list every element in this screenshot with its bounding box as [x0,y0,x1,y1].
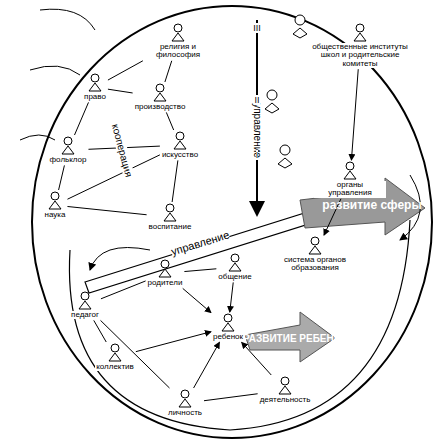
connector [94,320,106,342]
connector [101,320,170,388]
diagram-label: РАЗВИТИЕ РЕБЕНКА [243,333,347,344]
connector [165,61,172,82]
person-icon [152,83,168,103]
connector [194,342,220,388]
person-node: ребенок [211,312,245,342]
person-icon [172,131,188,151]
node-label: родители [147,279,184,287]
person-icon [220,313,236,333]
connector [166,112,173,130]
person-node: производство [133,82,188,112]
person-icon [162,203,178,223]
connector [351,69,358,160]
node-label: общественные институты школ и родительск… [304,43,416,68]
management-band [85,205,334,293]
node-label: система органов образования [269,256,361,273]
person-node: право [82,72,108,102]
person-node: педагог [69,290,101,320]
person-node: общественные институты школ и родительск… [303,22,417,69]
node-label: коллектив [95,363,135,371]
connector [108,61,143,80]
person-node: коллектив [94,342,136,372]
person-icon [352,23,368,43]
connector [230,282,233,312]
person-node: деятельность [258,375,313,405]
node-label: наука [44,211,67,219]
node-label: производство [134,103,187,111]
node-label: деятельность [259,396,312,404]
connector [59,165,65,190]
person-node: религия и философия [136,22,220,61]
sphere-arrow [300,178,425,235]
node-label: педагог [70,311,100,319]
person-icon [47,191,63,211]
node-label: искусство [161,151,199,159]
person-icon [307,236,323,256]
diagram-label: развитие сферы [322,198,421,212]
diagram-label: III [253,23,261,33]
diagram-label: I [256,150,259,160]
node-label: общение [217,273,252,281]
node-label: право [83,93,107,101]
node-label: личность [167,409,203,417]
person-icon [342,161,358,181]
node-label: фольклор [49,156,88,164]
cycle-arc [69,220,410,430]
person-node: родители [146,258,185,288]
person-node: воспитание [147,202,194,232]
leader-line [20,135,55,140]
person-icon [157,259,173,279]
curve-arrow [90,248,150,271]
connector [108,89,133,93]
person-icon [77,291,93,311]
outer-ellipse [32,6,432,438]
connector [75,102,89,135]
connector [67,206,146,214]
person-node: органы управления [313,160,387,199]
person-icon [87,73,103,93]
person-icon [277,376,293,396]
leader-line [30,66,80,75]
node-label: религия и философия [137,43,219,60]
person-icon [227,253,243,273]
connector [183,288,211,312]
person-node: фольклор [48,135,89,165]
person-icon [60,136,76,156]
diagram-label: кооперация [110,122,135,177]
person-icon [177,389,193,409]
connector [184,269,216,272]
person-icon [170,23,186,43]
connector [101,281,146,299]
person-node: искусство [160,130,200,160]
connector [204,394,258,401]
diagram-label: II [254,95,259,105]
person-node: личность [166,388,204,418]
person-icons [265,15,307,168]
node-label: воспитание [148,223,193,231]
node-label: органы управления [314,181,386,198]
person-node: система органов образования [268,235,362,274]
node-label: ребенок [212,333,244,341]
connector [172,160,178,202]
person-icon [107,343,123,363]
person-node: общение [216,252,253,282]
leader-line [40,9,95,30]
connector [242,342,272,375]
person-node: наука [43,190,68,220]
connector [136,332,211,352]
